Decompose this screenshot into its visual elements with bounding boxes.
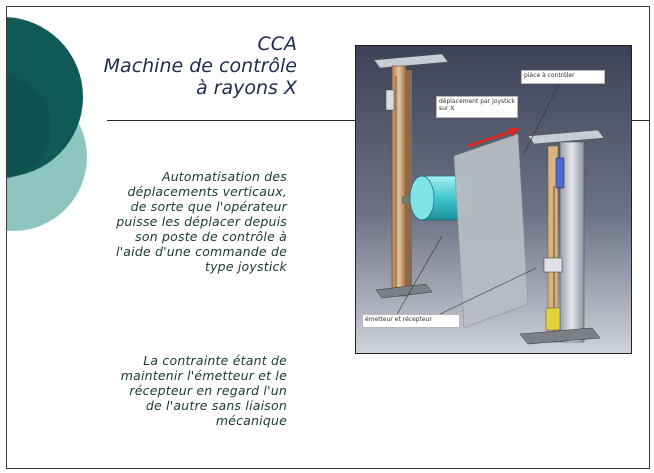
- paragraph-line: de sorte que l'opérateur: [130, 199, 287, 214]
- paragraph-line: maintenir l'émetteur et le: [120, 368, 287, 383]
- callout-emitter-receiver: émetteur et récepteur: [362, 314, 460, 328]
- joystick-direction-arrow: [467, 128, 520, 148]
- decorative-circles: [7, 17, 87, 231]
- title-divider-right: [630, 120, 649, 121]
- title-divider: [107, 120, 355, 121]
- paragraph-line: récepteur en regard l'un: [129, 383, 287, 398]
- paragraph-automation: Automatisation des déplacements verticau…: [57, 169, 287, 274]
- title-line-2: Machine de contrôle: [103, 55, 297, 77]
- emitter-mast: [373, 53, 449, 299]
- callout-piece-to-inspect: pièce à contrôler: [521, 70, 605, 84]
- paragraph-line: puisse les déplacer depuis: [116, 214, 287, 229]
- callout-joystick-movement: déplacement par joystick sur X: [436, 96, 518, 118]
- paragraph-line: mécanique: [215, 413, 287, 428]
- slide-title: CCA Machine de contrôle à rayons X: [37, 33, 297, 99]
- paragraph-line: type joystick: [204, 259, 287, 274]
- cad-drawing: [356, 46, 631, 353]
- inspected-part-panel: [453, 133, 529, 329]
- paragraph-line: l'aide d'une commande de: [116, 244, 287, 259]
- title-line-1: CCA: [257, 33, 297, 55]
- receiver-mast: [519, 129, 605, 345]
- title-line-3: à rayons X: [195, 77, 297, 99]
- paragraph-line: son poste de contrôle à: [135, 229, 287, 244]
- slide: CCA Machine de contrôle à rayons X Autom…: [6, 6, 650, 469]
- paragraph-line: déplacements verticaux,: [127, 184, 287, 199]
- machine-cad-image: pièce à contrôler déplacement par joysti…: [355, 45, 632, 354]
- paragraph-line: de l'autre sans liaison: [145, 398, 287, 413]
- paragraph-line: Automatisation des: [161, 169, 287, 184]
- paragraph-constraint: La contrainte étant de maintenir l'émett…: [57, 353, 287, 428]
- decor-circle-dark-inner: [7, 75, 51, 179]
- paragraph-line: La contrainte étant de: [143, 353, 287, 368]
